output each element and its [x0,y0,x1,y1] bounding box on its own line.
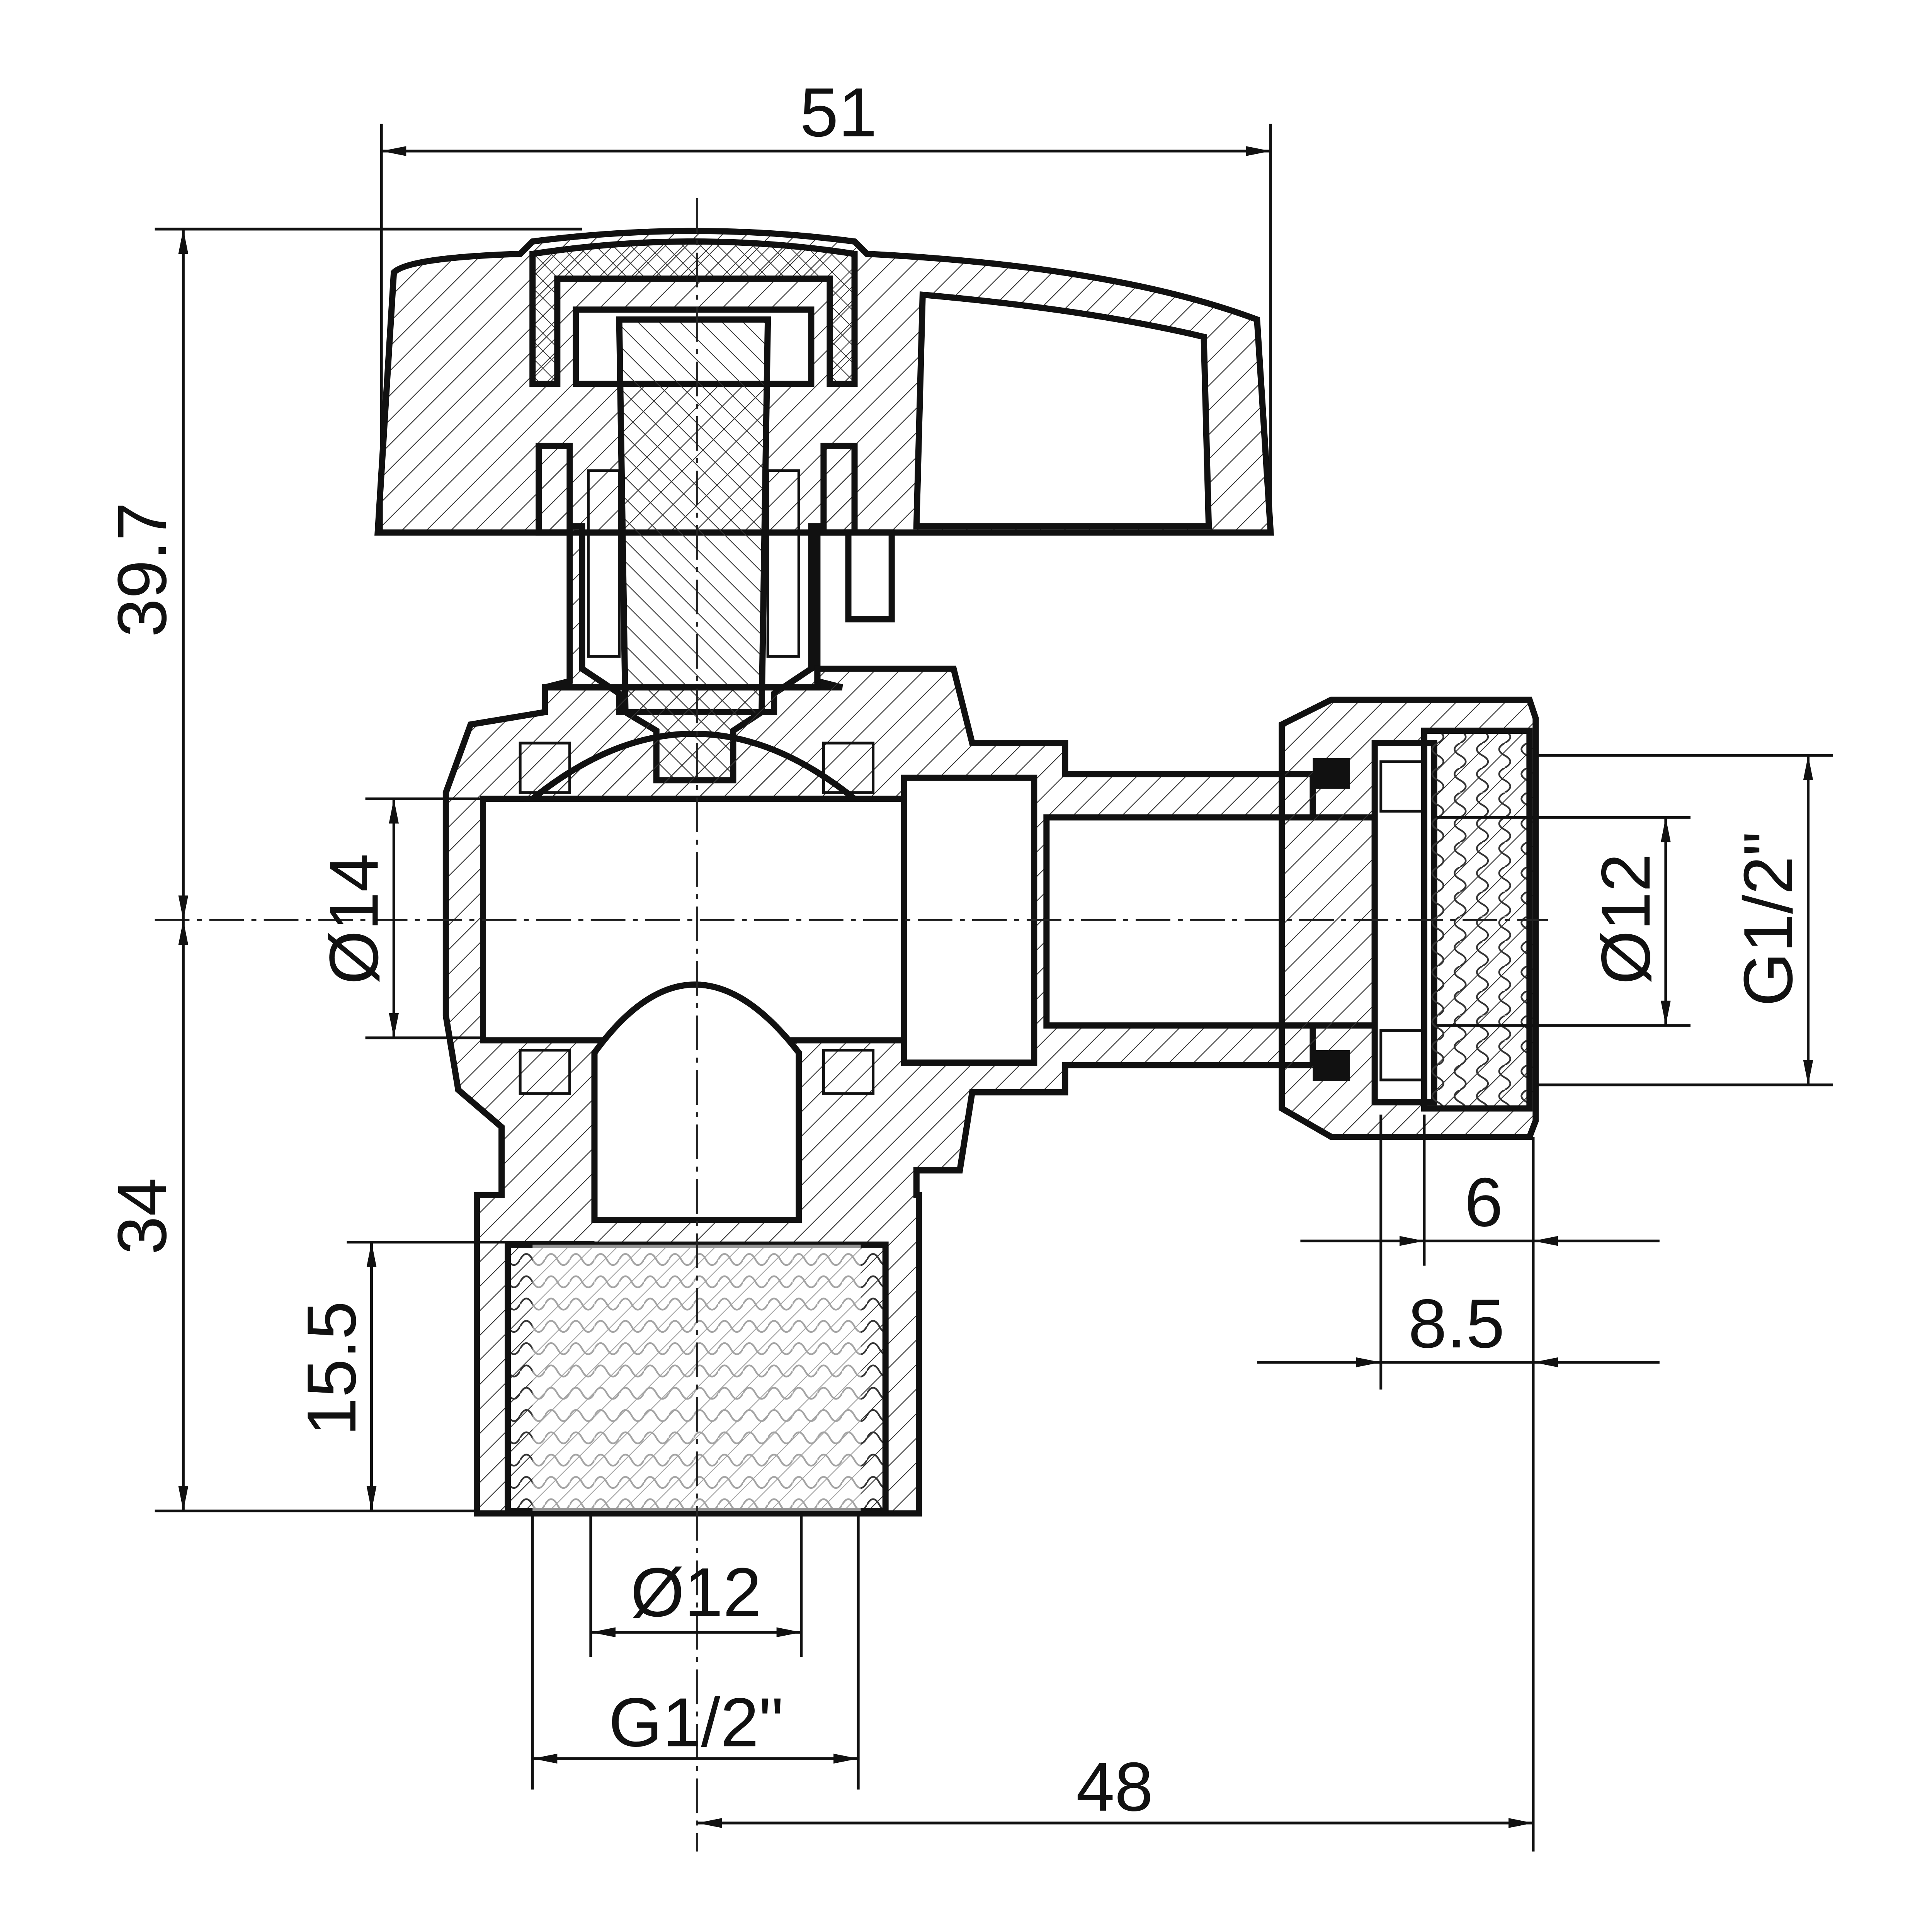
dim-nut-depth: 6 [1464,1164,1503,1241]
dim-inlet-thread: G1/2" [609,1684,784,1761]
dim-overall-width: 51 [800,74,877,151]
dim-height-upper: 39.7 [104,502,181,637]
dim-bore-diameter: Ø14 [316,854,393,985]
dim-outlet-thread: G1/2" [1730,832,1807,1007]
valve-body [442,665,1378,1517]
dim-outlet-bore: Ø12 [1587,854,1665,985]
dim-center-to-face: 48 [1076,1748,1153,1826]
dimension-lines [155,124,1833,1852]
dim-nut-total: 8.5 [1408,1285,1505,1362]
dim-inlet-bore: Ø12 [631,1554,762,1631]
dim-height-lower: 34 [104,1178,181,1255]
union-nut [1279,696,1539,1140]
dim-thread-length: 15.5 [293,1301,371,1436]
